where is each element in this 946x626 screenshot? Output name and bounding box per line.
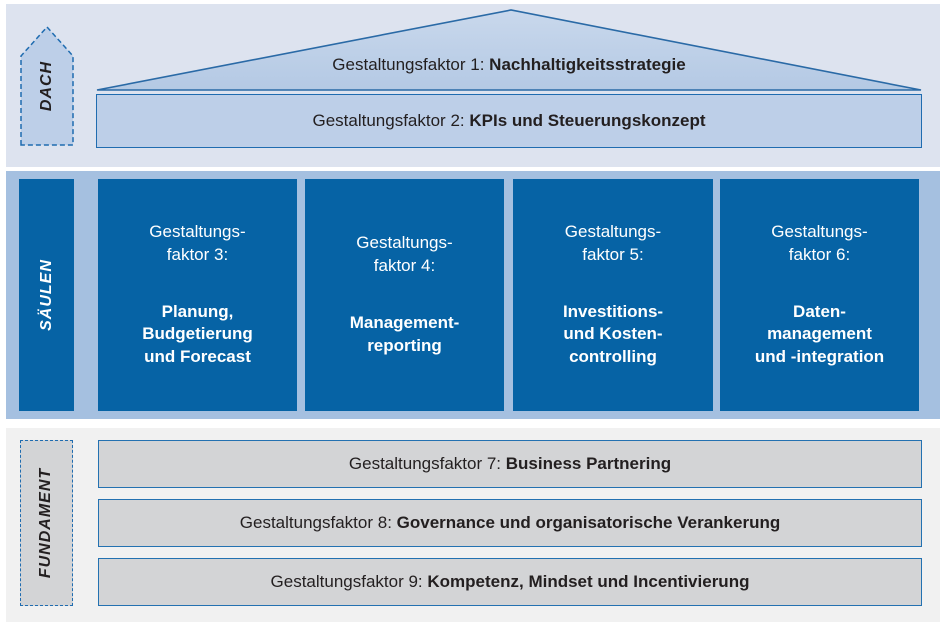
- pillar-gf4-body-line2: reporting: [367, 335, 442, 355]
- foundation-bar-gf7-text: Gestaltungsfaktor 7: Business Partnering: [349, 454, 671, 474]
- dach-label-text: DACH: [38, 60, 55, 112]
- roof-triangle-text: Gestaltungsfaktor 1: Nachhaltigkeitsstra…: [95, 55, 923, 75]
- pillar-gf4-body-line1: Management-: [349, 313, 460, 332]
- foundation-bar-gf7[interactable]: Gestaltungsfaktor 7: Business Partnering: [98, 440, 922, 488]
- pillar-gf3[interactable]: Gestaltungs- faktor 3: Planung, Budgetie…: [98, 179, 297, 411]
- roof-bar-gf2-text: Gestaltungsfaktor 2: KPIs und Steuerungs…: [312, 111, 705, 131]
- pillar-gf4-body: Management- reporting: [350, 312, 460, 358]
- pillar-gf6-body-line3: und -integration: [754, 347, 885, 367]
- roof-triangle: [96, 9, 922, 91]
- foundation-bar-gf8-text: Gestaltungsfaktor 8: Governance und orga…: [240, 513, 780, 533]
- pillar-gf3-head-line2: faktor 3:: [166, 244, 229, 264]
- roof-bar-gf2-emphasis: KPIs und Steuerungskonzept: [469, 111, 706, 130]
- pillar-gf5-body-line3: controlling: [569, 347, 657, 367]
- foundation-bar-gf9-emphasis: Kompetenz, Mindset und Incentivierung: [427, 572, 750, 591]
- pillar-gf3-head: Gestaltungs- faktor 3:: [149, 221, 245, 267]
- pillar-gf3-body: Planung, Budgetierung und Forecast: [142, 301, 253, 370]
- foundation-bar-gf8-emphasis: Governance und organisatorische Veranker…: [396, 513, 781, 532]
- pillar-gf6-head-line1: Gestaltungs-: [771, 221, 868, 241]
- roof-bar-gf2[interactable]: Gestaltungsfaktor 2: KPIs und Steuerungs…: [96, 94, 922, 148]
- saeulen-label-text: SÄULEN: [37, 259, 55, 331]
- foundation-bar-gf8-prefix: Gestaltungsfaktor 8:: [239, 513, 397, 532]
- house-shape-icon: [20, 26, 74, 146]
- pillar-gf4-head-line1: Gestaltungs-: [356, 233, 453, 253]
- pillar-gf3-head-line1: Gestaltungs-: [149, 221, 246, 241]
- fundament-label-text: FUNDAMENT: [37, 467, 55, 579]
- foundation-bar-gf9-text: Gestaltungsfaktor 9: Kompetenz, Mindset …: [271, 572, 750, 592]
- pillar-gf6-body: Daten- management und -integration: [755, 301, 884, 370]
- dach-label-wrap: DACH: [20, 26, 74, 146]
- pillar-gf3-body-line1: Planung,: [161, 301, 234, 321]
- pillar-gf6-head: Gestaltungs- faktor 6:: [771, 221, 867, 267]
- roof-triangle-emphasis: Nachhaltigkeitsstrategie: [489, 55, 686, 74]
- pillar-gf3-body-line3: und Forecast: [144, 347, 251, 367]
- pillar-gf4-head: Gestaltungs- faktor 4:: [356, 232, 452, 278]
- pillar-gf6-body-line2: management: [767, 324, 872, 344]
- pillar-gf6[interactable]: Gestaltungs- faktor 6: Daten- management…: [720, 179, 919, 411]
- pillar-gf5-head: Gestaltungs- faktor 5:: [565, 221, 661, 267]
- pillar-gf5-head-line2: faktor 5:: [582, 244, 644, 264]
- section-label-fundament: FUNDAMENT: [20, 440, 73, 606]
- pillar-gf5[interactable]: Gestaltungs- faktor 5: Investitions- und…: [513, 179, 713, 411]
- pillar-gf5-body: Investitions- und Kosten- controlling: [563, 301, 663, 370]
- pillar-gf3-body-line2: Budgetierung: [142, 324, 253, 344]
- pillar-gf5-head-line1: Gestaltungs-: [564, 221, 662, 241]
- foundation-bar-gf9-prefix: Gestaltungsfaktor 9:: [270, 572, 428, 591]
- roof-bar-gf2-prefix: Gestaltungsfaktor 2:: [312, 111, 470, 130]
- foundation-bar-gf7-emphasis: Business Partnering: [505, 454, 672, 473]
- pillar-gf5-body-line1: Investitions-: [562, 301, 664, 321]
- foundation-bar-gf8[interactable]: Gestaltungsfaktor 8: Governance und orga…: [98, 499, 922, 547]
- pillar-gf6-head-line2: faktor 6:: [788, 244, 851, 264]
- pillar-gf4-head-line2: faktor 4:: [373, 256, 436, 276]
- section-label-saeulen: SÄULEN: [19, 179, 74, 411]
- pillar-gf4[interactable]: Gestaltungs- faktor 4: Management- repor…: [305, 179, 504, 411]
- roof-triangle-prefix: Gestaltungsfaktor 1:: [332, 55, 490, 74]
- pillar-gf6-body-line1: Daten-: [793, 301, 846, 321]
- foundation-bar-gf7-prefix: Gestaltungsfaktor 7:: [348, 454, 506, 473]
- foundation-bar-gf9[interactable]: Gestaltungsfaktor 9: Kompetenz, Mindset …: [98, 558, 922, 606]
- section-label-dach: DACH: [20, 26, 74, 146]
- pillar-gf5-body-line2: und Kosten-: [563, 324, 663, 344]
